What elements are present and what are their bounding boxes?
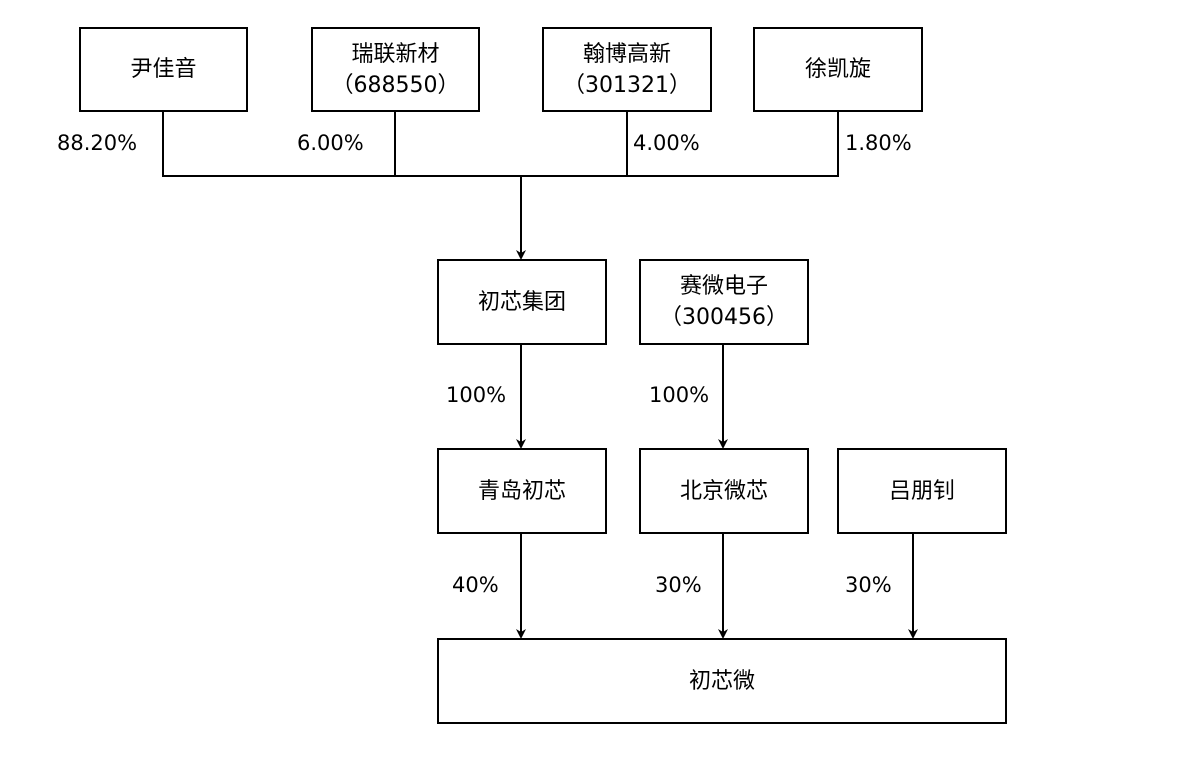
node-lv-pengzhao: 吕朋钊 [837,448,1007,534]
share-hanbo: 4.00% [633,131,700,155]
node-ruilian-code: （688550） [331,72,460,98]
node-chuxin-group: 初芯集团 [437,259,607,345]
node-ruilian-label: 瑞联新材 [351,41,440,67]
node-beijing-weixin-label: 北京微芯 [679,478,768,504]
node-xu-kaixuan-label: 徐凯旋 [804,57,871,82]
share-qingdao-to-target: 40% [452,573,499,597]
node-xu-kaixuan: 徐凯旋 [753,27,923,112]
node-yin-jiayin-label: 尹佳音 [130,57,197,82]
node-qingdao-chuxin-label: 青岛初芯 [477,478,566,504]
share-ruilian: 6.00% [297,131,364,155]
share-yin-jiayin: 88.20% [57,131,138,155]
share-chuxin-to-qingdao: 100% [446,383,507,407]
node-chuxin-group-label: 初芯集团 [477,289,566,315]
node-ruilian: 瑞联新材 （688550） [311,27,480,112]
node-target-company-label: 初芯微 [688,668,755,694]
node-beijing-weixin: 北京微芯 [639,448,809,534]
node-target-company: 初芯微 [437,638,1007,724]
node-hanbo: 翰博高新 （301321） [542,27,712,112]
node-saiwei: 赛微电子 （300456） [639,259,809,345]
node-saiwei-label: 赛微电子 [679,274,768,299]
node-qingdao-chuxin: 青岛初芯 [437,448,607,534]
share-beijing-to-target: 30% [655,573,702,597]
node-lv-pengzhao-label: 吕朋钊 [888,478,955,504]
share-lv-to-target: 30% [845,573,892,597]
share-xu-kaixuan: 1.80% [845,131,912,155]
node-hanbo-code: （301321） [563,72,691,98]
node-yin-jiayin: 尹佳音 [79,27,248,112]
node-saiwei-code: （300456） [660,305,788,330]
node-hanbo-label: 翰博高新 [582,41,671,67]
share-saiwei-to-beijing: 100% [649,383,710,407]
